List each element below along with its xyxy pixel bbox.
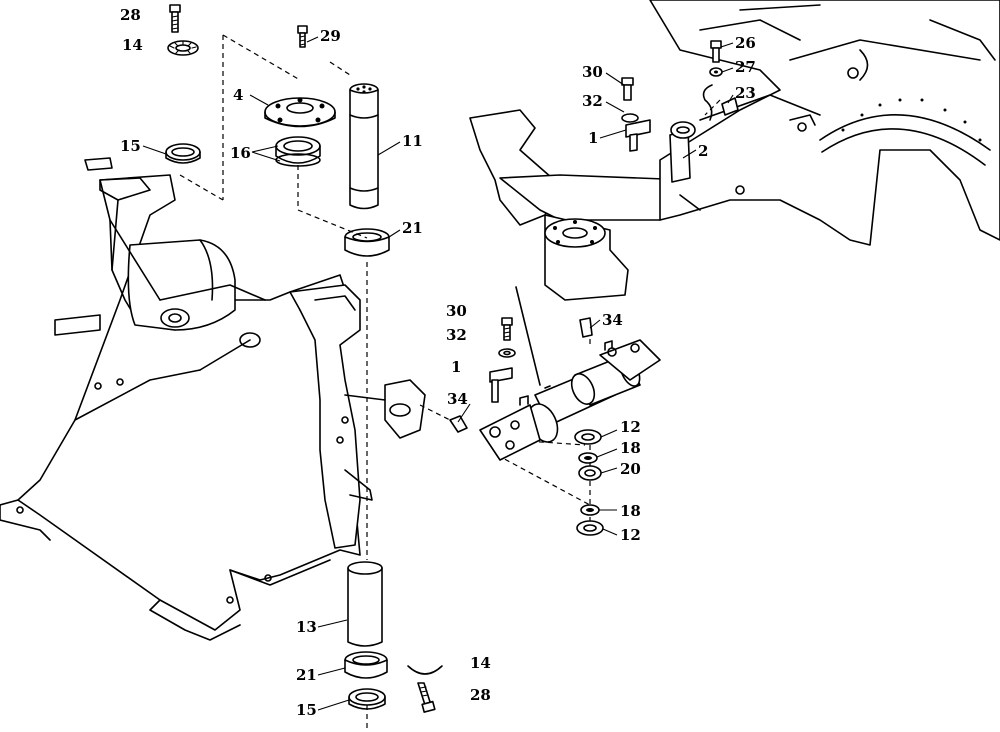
callout-12-top: 12	[620, 418, 641, 436]
bushing-16	[275, 136, 321, 167]
bearing-21-lower	[344, 651, 388, 679]
washer-stack-right	[574, 429, 604, 536]
callout-21-top: 21	[402, 219, 423, 237]
callout-20: 20	[620, 460, 641, 478]
bearing-21-upper	[344, 228, 390, 257]
bolt-28-upper	[169, 4, 181, 33]
callout-13: 13	[296, 618, 317, 636]
steering-cylinder	[449, 286, 661, 461]
bolt-28-lower	[417, 682, 436, 713]
callout-16: 16	[230, 144, 251, 162]
leader-lines	[142, 36, 734, 711]
callout-15-bottom: 15	[296, 701, 317, 719]
callout-26: 26	[735, 34, 756, 52]
callout-32-cyl: 32	[446, 326, 467, 344]
callout-14-top: 14	[122, 36, 143, 54]
callout-1-rear: 1	[588, 129, 598, 147]
washer-14-lower	[407, 665, 443, 675]
callout-14-bottom: 14	[470, 654, 491, 672]
callout-29: 29	[320, 27, 341, 45]
callout-27: 27	[735, 58, 756, 76]
callout-21-bottom: 21	[296, 666, 317, 684]
bolt-29	[297, 25, 308, 48]
callout-32-rear: 32	[582, 92, 603, 110]
callout-1-cyl: 1	[451, 358, 461, 376]
callout-18-bottom: 18	[620, 502, 641, 520]
callout-23: 23	[735, 84, 756, 102]
front-frame	[0, 157, 426, 641]
callout-18-top: 18	[620, 439, 641, 457]
seal-15-lower	[348, 688, 386, 710]
callout-34-upper: 34	[602, 311, 623, 329]
callout-2: 2	[698, 142, 708, 160]
seal-15-upper	[165, 143, 201, 164]
callout-4: 4	[233, 86, 243, 104]
callout-12-bottom: 12	[620, 526, 641, 544]
callout-15-top: 15	[120, 137, 141, 155]
pin-stack-top	[165, 4, 390, 257]
callout-30-rear: 30	[582, 63, 603, 81]
callout-34-lower: 34	[447, 390, 468, 408]
callout-28-bottom: 28	[470, 686, 491, 704]
lock-washer-14-upper	[167, 40, 199, 56]
sleeve-13	[347, 561, 383, 647]
callout-11: 11	[402, 132, 423, 150]
callout-30-cyl: 30	[446, 302, 467, 320]
pin-stack-bottom	[344, 561, 443, 713]
flange-plate-4	[264, 97, 336, 128]
rear-frame	[469, 0, 1000, 301]
callout-28-top: 28	[120, 6, 141, 24]
callout-labels: 28 14 29 4 15 16 11 21 30 32 1 2 26 27 2…	[120, 6, 756, 719]
king-pin-11	[349, 83, 379, 210]
